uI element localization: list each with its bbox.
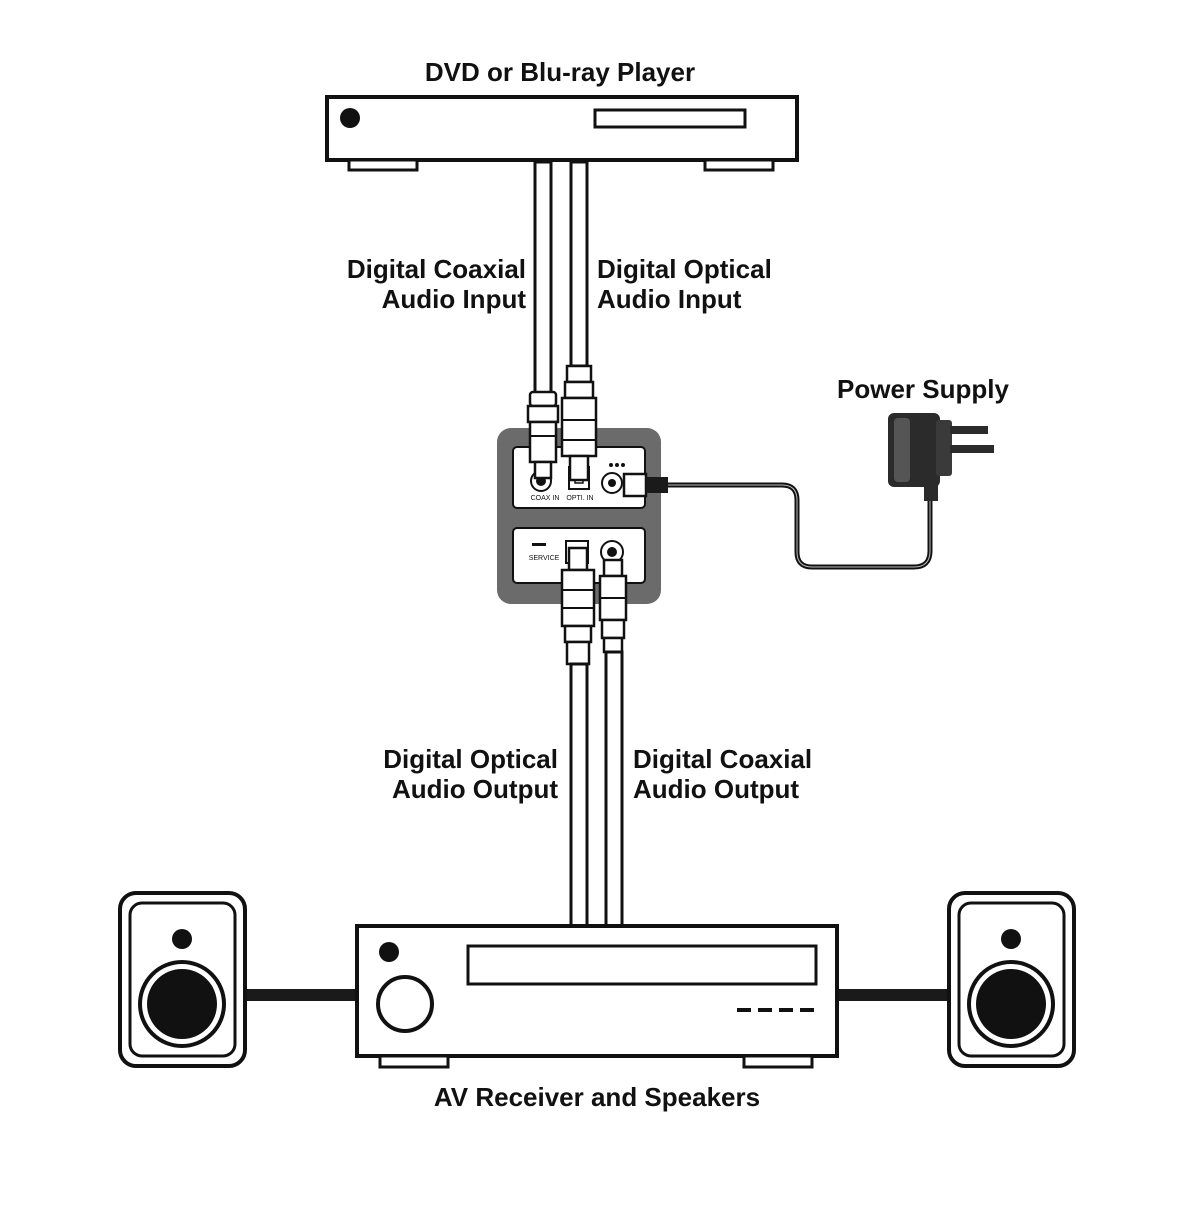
power-adapter-icon bbox=[888, 413, 994, 501]
power-supply-label: Power Supply bbox=[837, 374, 1009, 404]
coax-input-label: Digital Coaxial Audio Input bbox=[276, 254, 526, 314]
sink-device-label: AV Receiver and Speakers bbox=[433, 1082, 761, 1112]
coax-output-label-line2: Audio Output bbox=[633, 774, 800, 804]
speaker-icon bbox=[118, 891, 247, 1068]
coax-output-label: Digital Coaxial Audio Output bbox=[633, 744, 883, 804]
optical-input-cable bbox=[569, 160, 589, 368]
av-receiver-icon bbox=[355, 924, 839, 1069]
service-port-label: SERVICE bbox=[529, 555, 560, 562]
coax-output-label-line1: Digital Coaxial bbox=[633, 744, 813, 774]
left-speaker-wire bbox=[243, 989, 357, 1001]
power-cable bbox=[622, 472, 933, 570]
optical-output-plug bbox=[560, 546, 596, 666]
coax-output-cable bbox=[604, 650, 624, 930]
optical-input-label-line2: Audio Input bbox=[597, 284, 742, 314]
optical-output-label: Digital Optical Audio Output bbox=[308, 744, 558, 804]
optical-output-cable bbox=[569, 662, 589, 930]
coax-input-label-line1: Digital Coaxial bbox=[346, 254, 526, 284]
speaker-icon bbox=[947, 891, 1076, 1068]
optical-input-plug bbox=[560, 364, 598, 482]
coax-in-port-label: COAX IN bbox=[531, 495, 560, 502]
coax-output-plug bbox=[598, 558, 628, 654]
optical-output-label-line1: Digital Optical bbox=[383, 744, 558, 774]
opti-in-port-label: OPTI. IN bbox=[566, 495, 593, 502]
right-speaker-wire bbox=[837, 989, 951, 1001]
optical-output-label-line2: Audio Output bbox=[391, 774, 558, 804]
coax-input-cable bbox=[533, 160, 553, 396]
optical-input-label: Digital Optical Audio Input bbox=[597, 254, 847, 314]
optical-input-label-line1: Digital Optical bbox=[597, 254, 772, 284]
coax-input-label-line2: Audio Input bbox=[381, 284, 526, 314]
source-device-label: DVD or Blu-ray Player bbox=[424, 57, 696, 87]
dvd-player-icon bbox=[325, 95, 799, 172]
coax-input-plug bbox=[526, 390, 560, 480]
